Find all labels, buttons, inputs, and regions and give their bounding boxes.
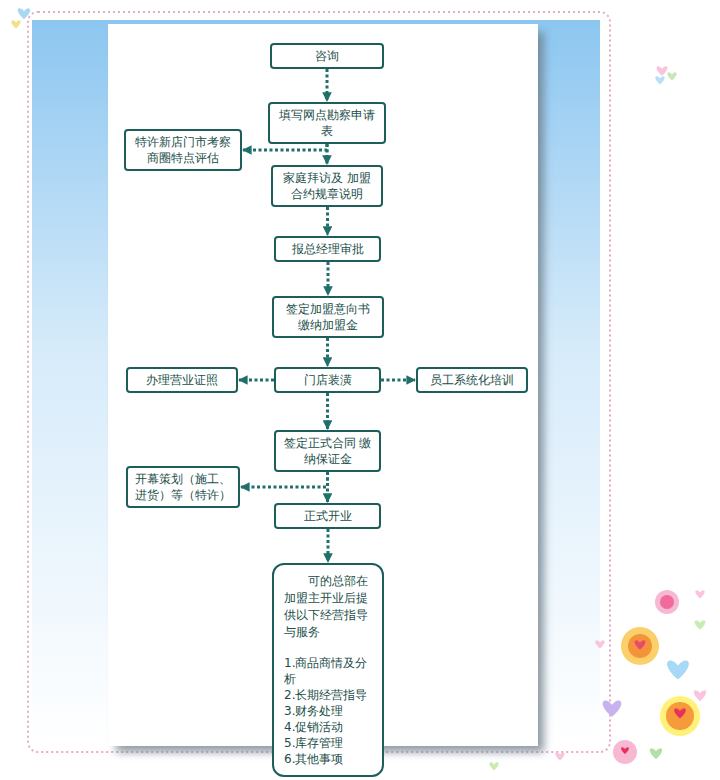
list-item: 3.财务处理 [284,703,376,719]
process-box: 签定正式合同 缴纳保证金 [274,430,381,472]
box-text: 签定加盟意向书 缴纳加盟金 [279,301,377,333]
process-box: 报总经理审批 [274,236,381,262]
box-text: 报总经理审批 [292,241,364,257]
list-item: 2.长期经营指导 [284,687,376,703]
process-box: 门店装潢 [274,367,381,393]
flow-arrow [326,207,329,235]
process-box: 咨询 [270,43,384,69]
box-text: 门店装潢 [304,372,352,388]
flow-arrow [243,144,327,150]
process-box: 办理营业证照 [126,367,238,393]
flow-arrow [241,472,328,487]
flow-arrow [381,379,415,382]
box-text: 签定正式合同 缴纳保证金 [281,435,374,467]
flow-arrow [326,472,329,502]
box-text: 填写网点勘察申请表 [275,107,379,139]
list-item: 4.促销活动 [284,719,376,735]
hearts [11,8,706,770]
flow-arrow [327,529,330,562]
box-text: 办理营业证照 [146,372,218,388]
box-text: 员工系统化培训 [430,372,514,388]
list-item: 1.商品商情及分析 [284,655,376,687]
box-text: 可的总部在加盟主开业后提供以下经营指导与服务 [284,573,376,641]
list-item: 5.库存管理 [284,735,376,751]
process-box: 员工系统化培训 [416,367,528,393]
box-text: 咨询 [315,48,339,64]
flow-arrow [326,393,329,429]
list-item: 6.其他事项 [284,751,376,767]
process-box: 正式开业 [274,503,381,529]
process-box: 填写网点勘察申请表 [268,102,386,144]
flow-arrow [326,338,329,366]
box-text: 正式开业 [304,508,352,524]
flow-arrow [326,69,329,101]
service-box: 可的总部在加盟主开业后提供以下经营指导与服务 1.商品商情及分析2.长期经营指导3… [272,563,384,777]
process-box: 签定加盟意向书 缴纳加盟金 [272,296,384,338]
process-box: 特许新店门市考察 商圈特点评估 [124,129,242,171]
box-text: 开幕策划（施工、进货）等（特许） [133,471,233,503]
box-text: 家庭拜访及 加盟合约规章说明 [278,170,376,202]
flow-arrow [239,379,274,382]
process-box: 家庭拜访及 加盟合约规章说明 [271,165,383,207]
box-text: 特许新店门市考察 商圈特点评估 [131,134,235,166]
sky-panel [32,20,600,746]
flow-arrow [327,262,330,295]
process-box: 开幕策划（施工、进货）等（特许） [126,466,240,508]
